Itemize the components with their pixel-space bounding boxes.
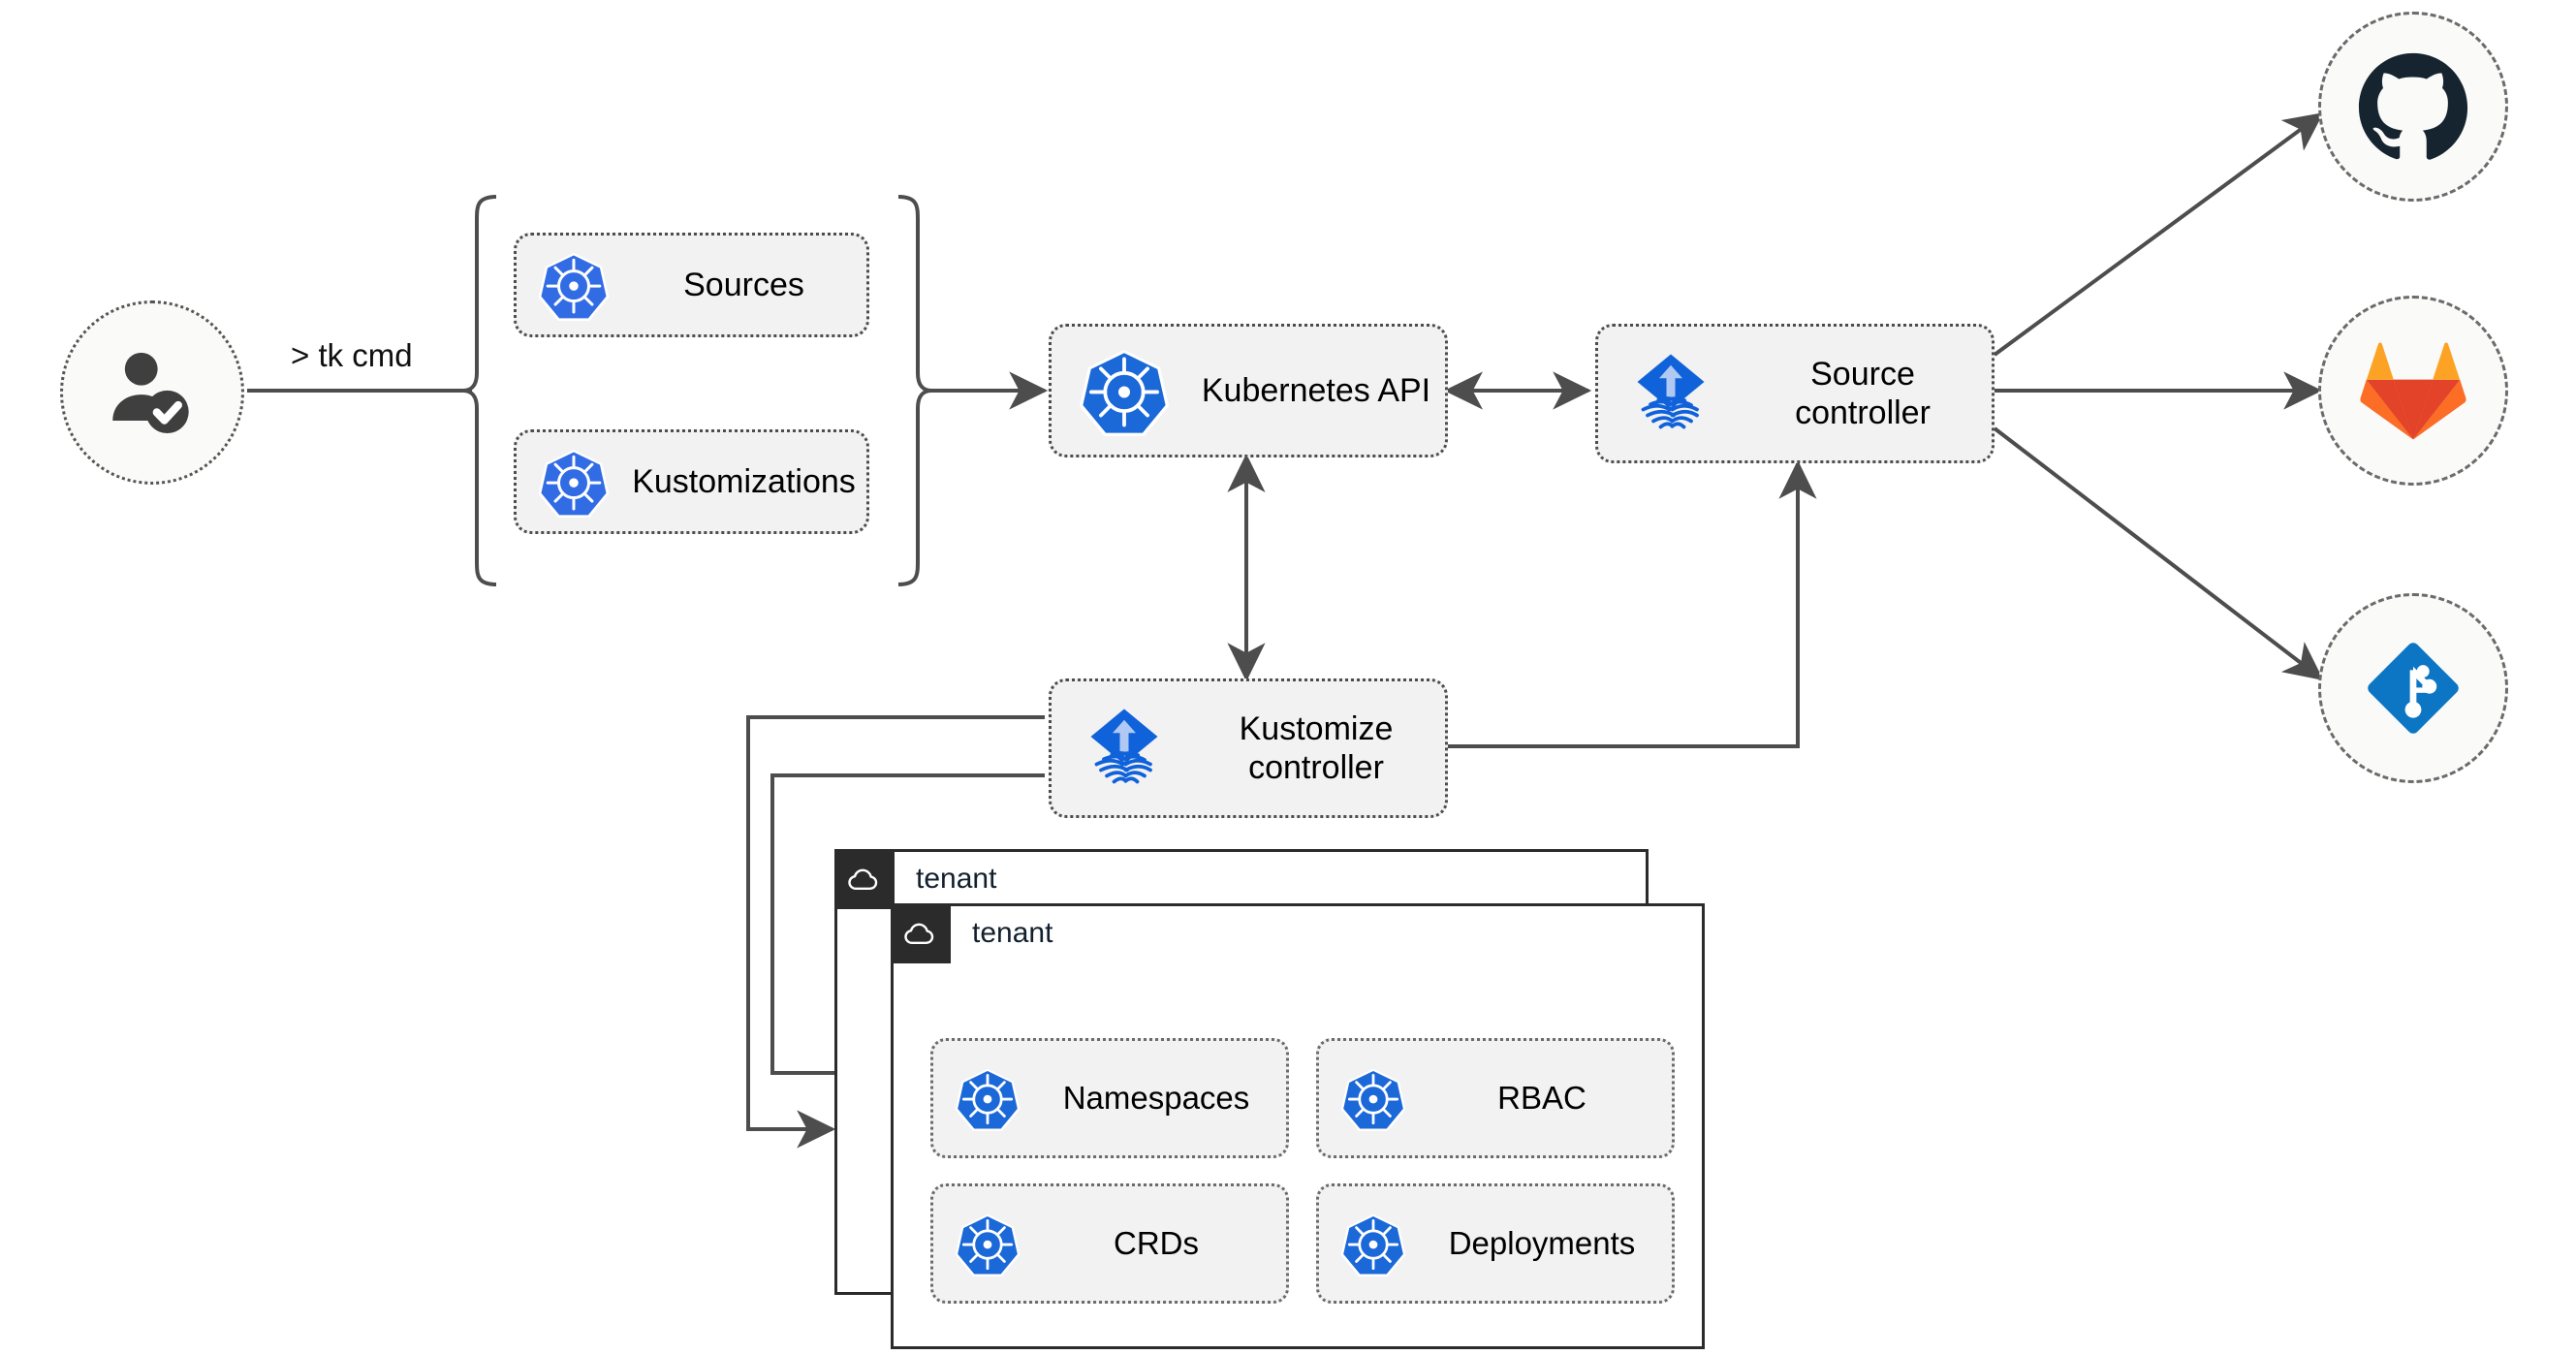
resource-card-rbac[interactable]: RBAC — [1316, 1038, 1675, 1158]
resource-label: Deployments — [1448, 1225, 1636, 1261]
crd-label: Kustomizations — [632, 462, 856, 500]
user-verified-icon — [112, 352, 189, 434]
brace-left — [462, 195, 497, 586]
kubernetes-icon — [517, 446, 631, 518]
flux-icon — [1598, 347, 1744, 440]
tenant-name: tenant — [916, 863, 997, 895]
tenant-header: tenant — [891, 903, 1052, 963]
flux-icon — [1052, 702, 1197, 795]
resource-card-deployments[interactable]: Deployments — [1316, 1183, 1675, 1304]
node-label: Kubernetes API — [1201, 371, 1431, 409]
command-label: > tk cmd — [291, 337, 413, 373]
node-kustomize-controller[interactable]: Kustomize controller — [1049, 678, 1448, 818]
crd-card-kustomizations[interactable]: Kustomizations — [514, 429, 869, 534]
provider-github[interactable] — [2318, 12, 2508, 202]
crd-card-sources[interactable]: Sources — [514, 233, 869, 337]
tenant-resource-grid: Namespaces RBAC — [930, 1038, 1675, 1304]
kubernetes-icon — [1319, 1065, 1428, 1131]
resource-card-namespaces[interactable]: Namespaces — [930, 1038, 1289, 1158]
node-label: Source controller — [1795, 355, 1931, 431]
resource-label: RBAC — [1497, 1080, 1586, 1116]
resource-label: Namespaces — [1062, 1080, 1250, 1116]
gitlab-icon — [2360, 342, 2466, 440]
cloud-icon — [891, 903, 951, 963]
brace-right — [897, 195, 932, 586]
actor-circle — [60, 300, 244, 485]
node-kubernetes-api[interactable]: Kubernetes API — [1049, 324, 1448, 457]
kubernetes-icon — [933, 1065, 1042, 1131]
kubernetes-icon — [1052, 345, 1197, 436]
kubernetes-icon — [517, 249, 631, 321]
tenant-name: tenant — [972, 917, 1053, 949]
edge-kustomize-to-source-controller — [1445, 459, 1817, 748]
provider-azure-repos[interactable] — [2318, 593, 2508, 783]
kubernetes-icon — [1319, 1211, 1428, 1276]
git-repo-icon — [2368, 643, 2459, 734]
resource-label: CRDs — [1114, 1225, 1199, 1261]
node-label: Kustomize controller — [1239, 709, 1394, 786]
resource-card-crds[interactable]: CRDs — [930, 1183, 1289, 1304]
tenant-header: tenant — [834, 849, 996, 909]
cloud-icon — [834, 849, 895, 909]
tenant-inner[interactable]: tenant Namespaces — [891, 903, 1705, 1349]
kubernetes-icon — [933, 1211, 1042, 1276]
crd-label: Sources — [683, 266, 804, 303]
github-icon — [2358, 52, 2468, 160]
node-source-controller[interactable]: Source controller — [1595, 324, 1995, 463]
edge-source-to-github — [1993, 112, 2324, 357]
provider-gitlab[interactable] — [2318, 296, 2508, 486]
edge-source-to-azure-repos — [1993, 426, 2324, 680]
